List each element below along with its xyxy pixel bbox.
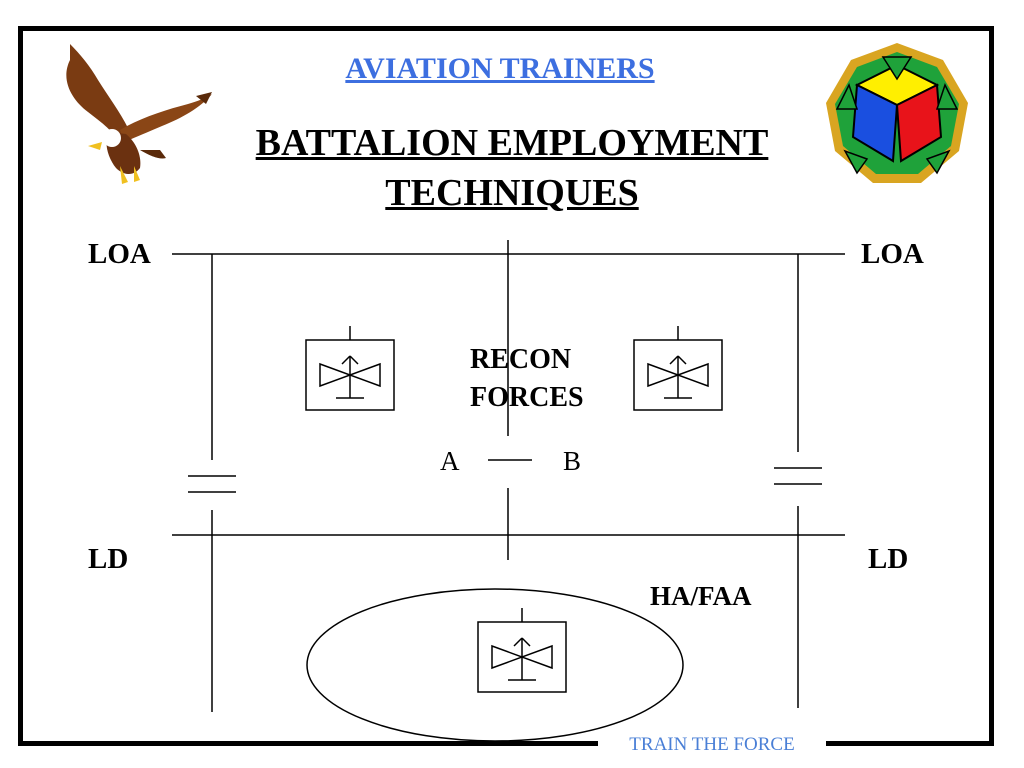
- loa-label-left: LOA: [88, 238, 151, 270]
- loa-label-right: LOA: [861, 238, 924, 270]
- eagle-icon: [66, 44, 212, 184]
- ld-label-left: LD: [88, 543, 129, 575]
- aviation-unit-symbol-icon: [477, 608, 567, 693]
- right-boundary: [774, 254, 822, 708]
- center-boundary: [488, 240, 532, 560]
- aviation-unit-symbol-icon: [633, 326, 723, 411]
- page-title: BATTALION EMPLOYMENT TECHNIQUES: [200, 118, 824, 218]
- footer-text: TRAIN THE FORCE: [629, 734, 795, 755]
- footer-gap: [598, 740, 826, 752]
- point-a-label: A: [440, 446, 460, 476]
- page-title-line2: TECHNIQUES: [385, 172, 639, 214]
- recon-label-line1: RECON: [470, 344, 572, 375]
- holding-area-ellipse: [306, 588, 684, 742]
- slide-frame: [18, 26, 994, 746]
- page-title-line1: BATTALION EMPLOYMENT: [255, 122, 769, 164]
- ha-faa-label: HA/FAA: [650, 581, 752, 611]
- ld-label-right: LD: [868, 543, 909, 575]
- point-b-label: B: [563, 446, 582, 476]
- header-title: AVIATION TRAINERS: [345, 52, 655, 85]
- recon-label-line2: FORCES: [470, 382, 584, 413]
- aviation-unit-symbol-icon: [305, 326, 395, 411]
- left-boundary: [188, 254, 236, 712]
- nonagon-insignia-icon: [826, 43, 968, 183]
- recon-forces-label: RECON FORCES: [470, 341, 584, 417]
